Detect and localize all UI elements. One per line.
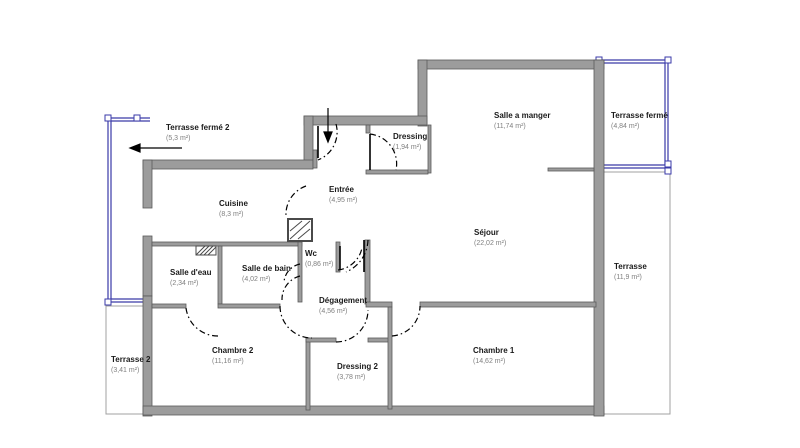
wall-cuisine-bottom (151, 241, 303, 247)
wall-salle-right-stub (547, 167, 595, 172)
terrasse-ferme-2-glazing (107, 117, 150, 303)
room-name: Entrée (329, 185, 354, 194)
wall-salle-divider (427, 124, 432, 174)
door-wc (337, 247, 363, 271)
room-name: Terrasse fermé (611, 111, 668, 120)
room-area: (1,94 m²) (393, 144, 421, 151)
room-area: (3,78 m²) (337, 374, 365, 381)
wall-bottom (142, 405, 605, 416)
room-name: Dressing (393, 132, 427, 141)
walls (142, 59, 605, 417)
terrasse-outline (600, 171, 671, 415)
terrasse-ferme-glazing (600, 59, 669, 169)
wall-chambre-mid (387, 306, 393, 410)
room-name: Séjour (474, 228, 499, 237)
wall-dressing-bottom (365, 169, 429, 175)
door-degagement (279, 305, 313, 339)
room-name: Wc (305, 249, 318, 258)
wall-top-main (417, 59, 605, 70)
wall-left-salle (417, 59, 428, 127)
room-area: (11,9 m²) (614, 274, 642, 281)
wall-right (593, 59, 605, 417)
terrasse-ferme-2-glazing-inner (110, 120, 150, 300)
room-name: Terrasse (614, 262, 647, 271)
room-area: (14,62 m²) (473, 358, 505, 365)
room-name: Chambre 1 (473, 346, 515, 355)
terrasse-ferme-glazing-inner (600, 62, 666, 166)
wall-sde-right (217, 245, 223, 305)
room-area: (3,41 m²) (111, 367, 139, 374)
room-area: (2,34 m²) (170, 280, 198, 287)
door-sdb (281, 275, 301, 301)
room-name: Dressing 2 (337, 362, 378, 371)
wall-top-entree (303, 115, 428, 126)
room-area: (4,84 m²) (611, 123, 639, 130)
wall-entree-stub (312, 149, 318, 169)
door-leaves (317, 126, 371, 272)
door-dressing2 (335, 309, 369, 343)
wall-left-upper (142, 159, 153, 209)
wall-dressing2-top (305, 337, 337, 343)
wall-bath-bottom-1 (151, 303, 187, 309)
wall-dressing2-top-r (367, 337, 391, 343)
room-name: Salle de bain (242, 264, 291, 273)
room-area: (22,02 m²) (474, 240, 506, 247)
door-swings (185, 123, 421, 343)
arrows (128, 108, 333, 153)
room-name: Terrasse 2 (111, 355, 151, 364)
room-name: Chambre 2 (212, 346, 254, 355)
door-chambre1 (391, 305, 421, 337)
fixtures (195, 218, 313, 256)
room-name: Cuisine (219, 199, 248, 208)
room-area: (8,3 m²) (219, 211, 244, 218)
wall-bath-bottom-2 (217, 303, 281, 309)
room-area: (0,86 m²) (305, 261, 333, 268)
room-area: (4,02 m²) (242, 276, 270, 283)
wall-dressing-left (365, 124, 371, 134)
wall-sdb-right (297, 241, 303, 303)
room-area: (11,16 m²) (212, 358, 244, 365)
wall-dressing2-left (305, 337, 311, 411)
door-sdb-2 (283, 263, 301, 283)
room-name: Terrasse fermé 2 (166, 123, 230, 132)
room-name: Salle a manger (494, 111, 550, 120)
room-area: (11,74 m²) (494, 123, 526, 130)
room-labels: Terrasse fermé 2 (5,3 m²) Salle a manger… (111, 111, 668, 381)
shaft-kitchen (195, 245, 217, 256)
wall-top-cuisine (142, 159, 314, 170)
room-area: (4,56 m²) (319, 308, 347, 315)
door-cuisine (285, 185, 307, 217)
door-dressing (369, 133, 398, 171)
wall-chambre-top-r (419, 301, 597, 308)
wall-left-mid (142, 235, 153, 297)
room-name: Dégagement (319, 296, 367, 305)
wall-left-lower (142, 295, 153, 417)
room-area: (4,95 m²) (329, 197, 357, 204)
room-name: Salle d'eau (170, 268, 212, 277)
door-entree (317, 123, 338, 161)
door-sejour (345, 239, 369, 273)
wall-chambre-top (365, 301, 393, 308)
room-area: (5,3 m²) (166, 135, 191, 142)
glazing-frames (107, 59, 669, 303)
door-chambre2 (185, 307, 219, 337)
